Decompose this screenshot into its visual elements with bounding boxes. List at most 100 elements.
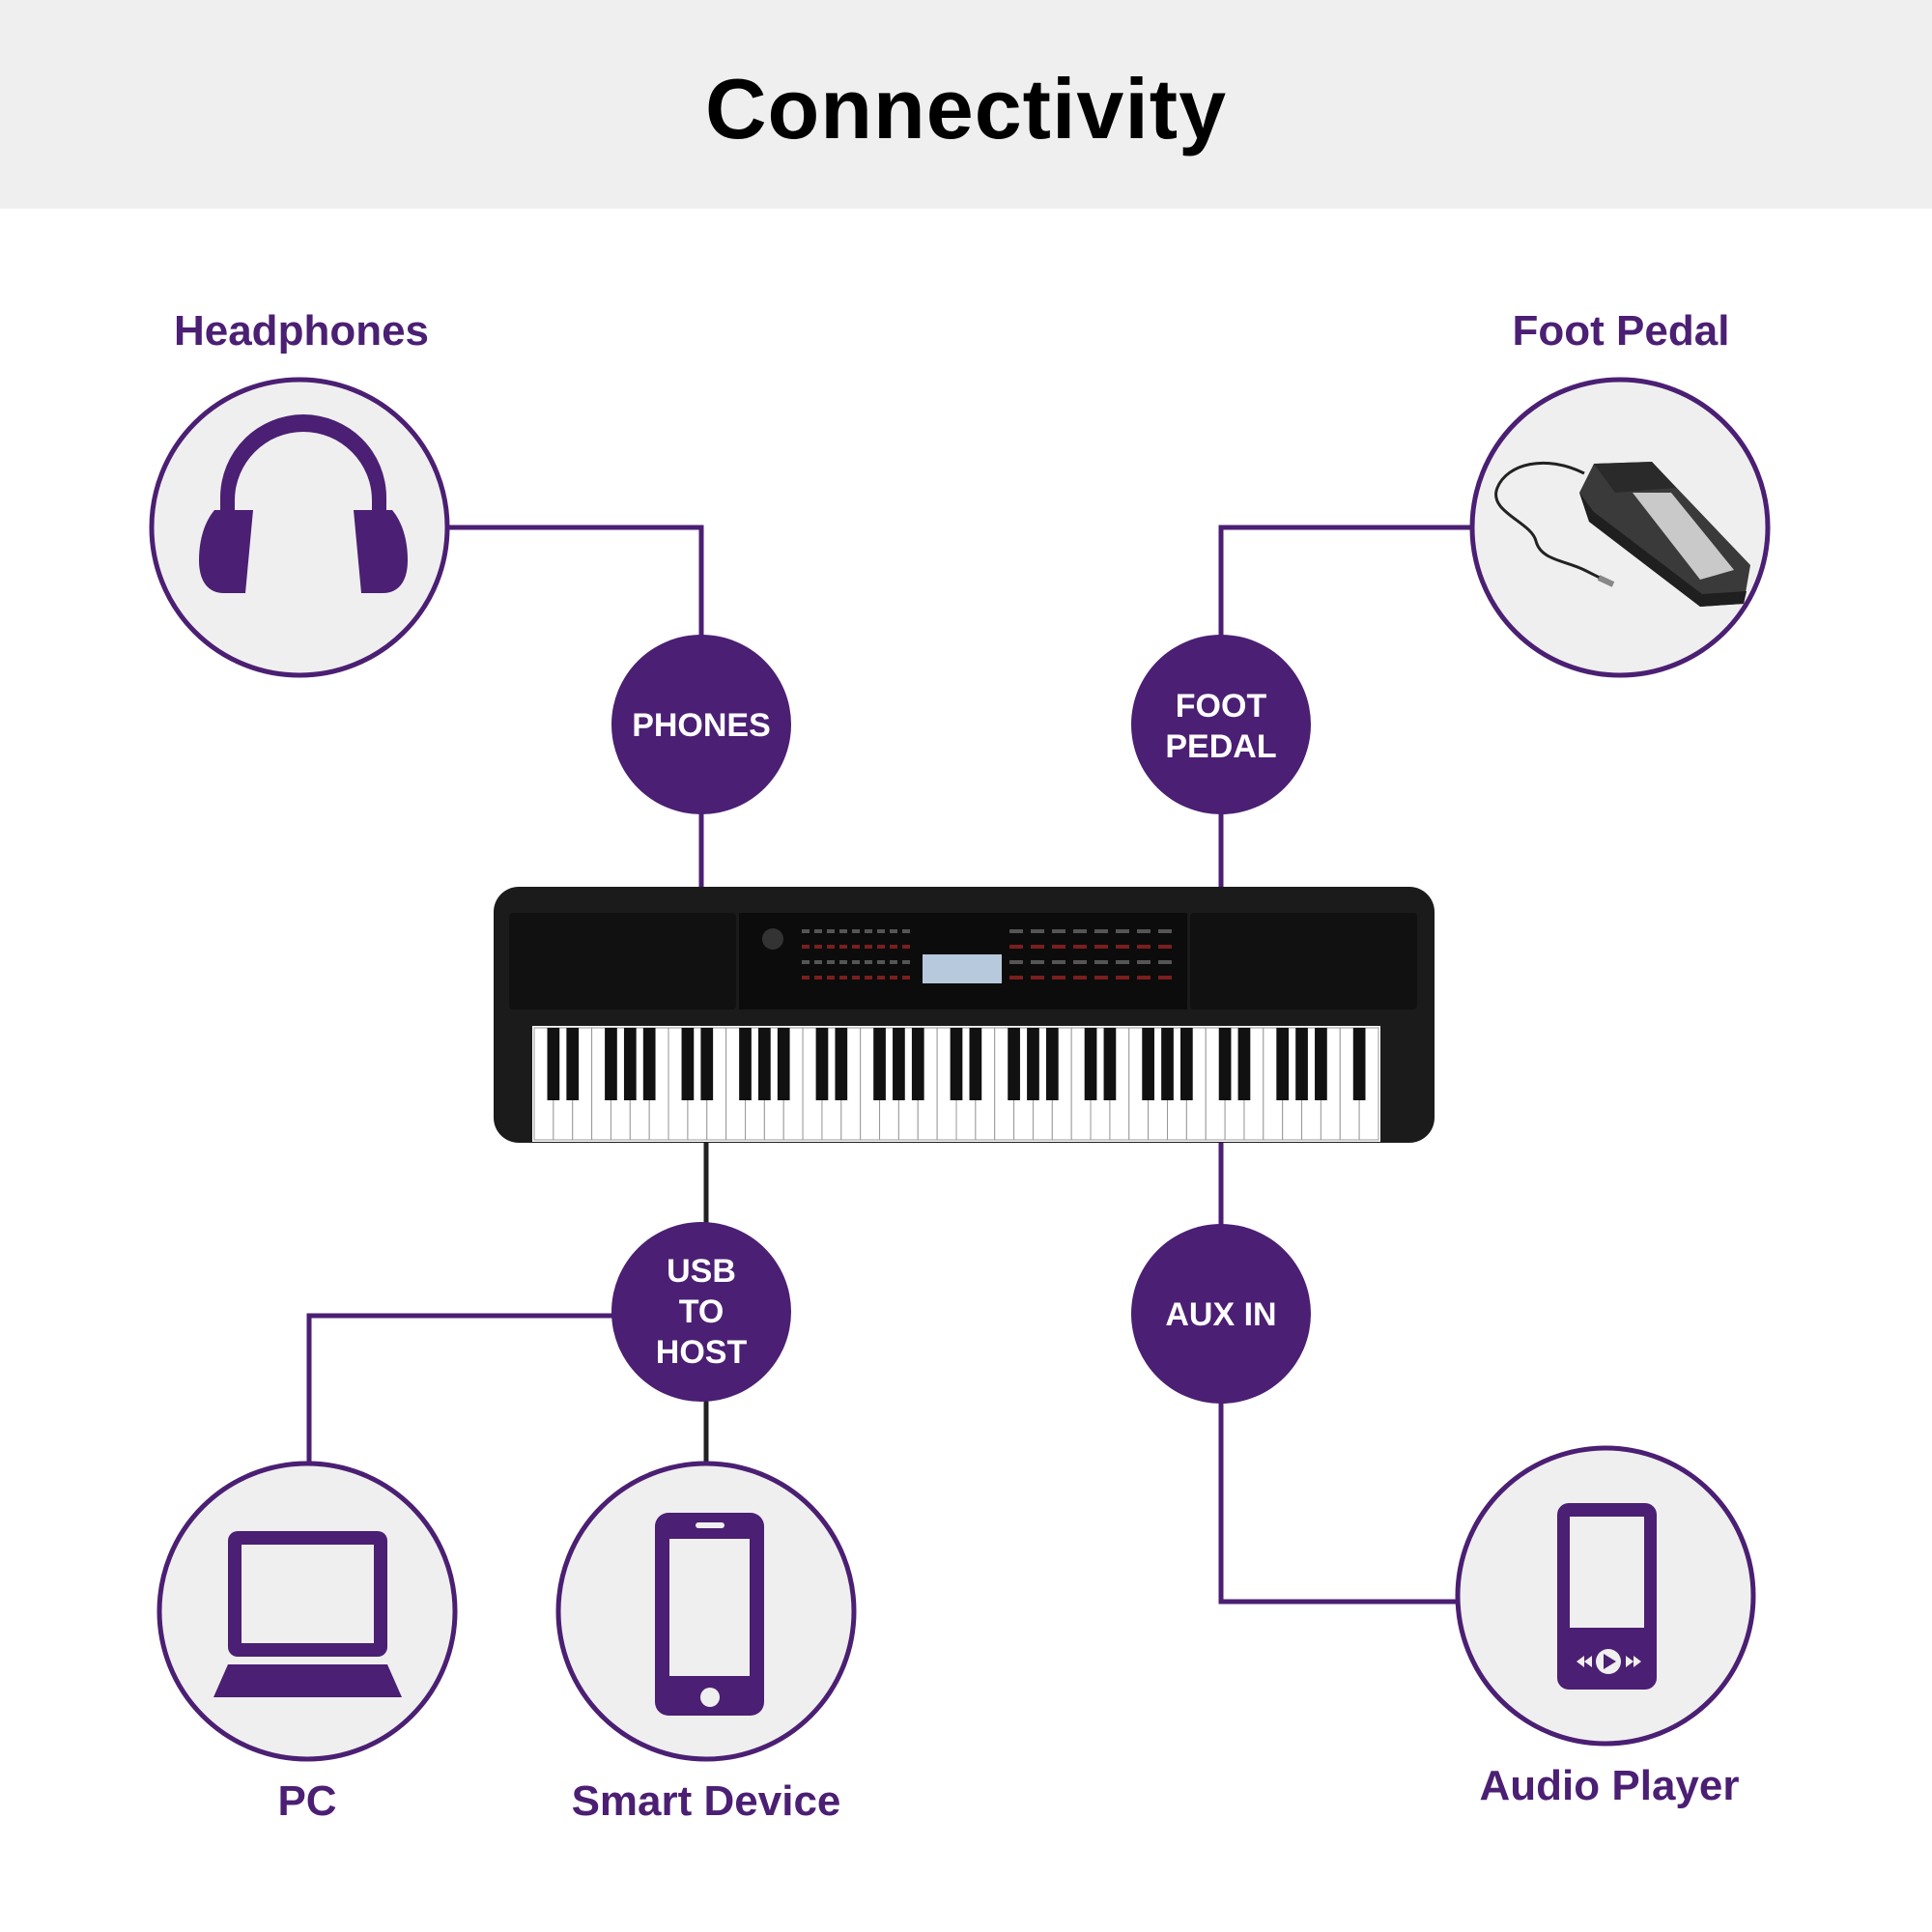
black-key [1180, 1028, 1193, 1100]
panel-button [1116, 945, 1129, 949]
line-usb-pc [306, 1313, 613, 1463]
port-usb-line3: HOST [656, 1334, 748, 1371]
black-key [1008, 1028, 1020, 1100]
port-foot-pedal-line1: FOOT [1176, 688, 1267, 724]
panel-button [839, 976, 847, 980]
black-key [950, 1028, 963, 1100]
port-foot-pedal: FOOT PEDAL [1131, 635, 1311, 814]
black-key [1142, 1028, 1154, 1100]
panel-button [839, 945, 847, 949]
panel-button [827, 976, 835, 980]
panel-button [1137, 976, 1151, 980]
black-key [815, 1028, 829, 1100]
port-foot-pedal-line2: PEDAL [1165, 728, 1276, 765]
black-key [911, 1028, 924, 1100]
panel-button [802, 976, 810, 980]
panel-button [865, 960, 872, 964]
panel-button [1031, 976, 1044, 980]
port-usb-line2: TO [679, 1293, 724, 1330]
panel-button [1116, 976, 1129, 980]
port-aux-in: AUX IN [1131, 1224, 1311, 1404]
panel-button [1116, 960, 1129, 964]
panel-button [1116, 929, 1129, 933]
label-smart-device: Smart Device [571, 1777, 841, 1825]
port-circles: PHONES FOOT PEDAL USB TO HOST AUX IN [611, 635, 1311, 1404]
panel-button [1094, 929, 1108, 933]
headphones-icon [199, 414, 408, 593]
panel-button [1052, 976, 1065, 980]
black-key [1218, 1028, 1232, 1100]
port-aux-in-label: AUX IN [1165, 1296, 1276, 1333]
panel-button [802, 945, 810, 949]
page-title: Connectivity [704, 61, 1228, 156]
panel-button [1052, 929, 1065, 933]
smartphone-icon [655, 1513, 764, 1716]
black-key [758, 1028, 771, 1100]
panel-button [852, 945, 860, 949]
panel-button [1158, 945, 1172, 949]
panel-button [814, 976, 822, 980]
black-key [969, 1028, 982, 1100]
black-key [739, 1028, 752, 1100]
panel-button [890, 960, 897, 964]
panel-button [802, 960, 810, 964]
panel-button [902, 929, 910, 933]
black-key [623, 1028, 637, 1100]
panel-button [1137, 929, 1151, 933]
panel-button [890, 976, 897, 980]
label-foot-pedal: Foot Pedal [1512, 307, 1730, 355]
black-key [566, 1028, 580, 1100]
port-usb-to-host: USB TO HOST [611, 1222, 791, 1402]
panel-button [1031, 945, 1044, 949]
panel-button [865, 929, 872, 933]
black-key [1084, 1028, 1097, 1100]
panel-button [852, 929, 860, 933]
panel-button [814, 960, 822, 964]
black-key [681, 1028, 695, 1100]
panel-button [839, 960, 847, 964]
black-key [605, 1028, 617, 1100]
panel-button [902, 945, 910, 949]
panel-button [890, 945, 897, 949]
panel-button [802, 929, 810, 933]
panel-button [1158, 976, 1172, 980]
panel-button [1009, 929, 1023, 933]
panel-button [1031, 929, 1044, 933]
panel-button [852, 960, 860, 964]
panel-button [877, 960, 885, 964]
black-key [873, 1028, 886, 1100]
black-key [1352, 1028, 1366, 1100]
panel-button [827, 945, 835, 949]
black-key [1161, 1028, 1174, 1100]
black-key [642, 1028, 656, 1100]
black-key [835, 1028, 848, 1100]
connector-lines [306, 525, 1473, 1605]
black-key [1045, 1028, 1059, 1100]
laptop-icon [213, 1531, 402, 1697]
panel-button [1137, 945, 1151, 949]
panel-button [877, 929, 885, 933]
black-key [547, 1028, 560, 1100]
panel-button [827, 929, 835, 933]
black-key [1315, 1028, 1327, 1100]
black-key [893, 1028, 905, 1100]
line-aux-player [1218, 1403, 1459, 1605]
black-key [777, 1028, 790, 1100]
title-banner: Connectivity [0, 0, 1932, 209]
panel-button [1073, 929, 1087, 933]
panel-button [1137, 960, 1151, 964]
panel-button [877, 945, 885, 949]
panel-button [814, 945, 822, 949]
panel-button [1094, 960, 1108, 964]
label-headphones: Headphones [173, 307, 430, 355]
panel-button [1009, 945, 1023, 949]
black-key [1276, 1028, 1290, 1100]
panel-button [839, 929, 847, 933]
keyboard-image [494, 887, 1435, 1143]
panel-button [865, 976, 872, 980]
port-phones-label: PHONES [632, 707, 771, 744]
panel-button [1158, 960, 1172, 964]
black-key [1237, 1028, 1251, 1100]
panel-button [902, 960, 910, 964]
